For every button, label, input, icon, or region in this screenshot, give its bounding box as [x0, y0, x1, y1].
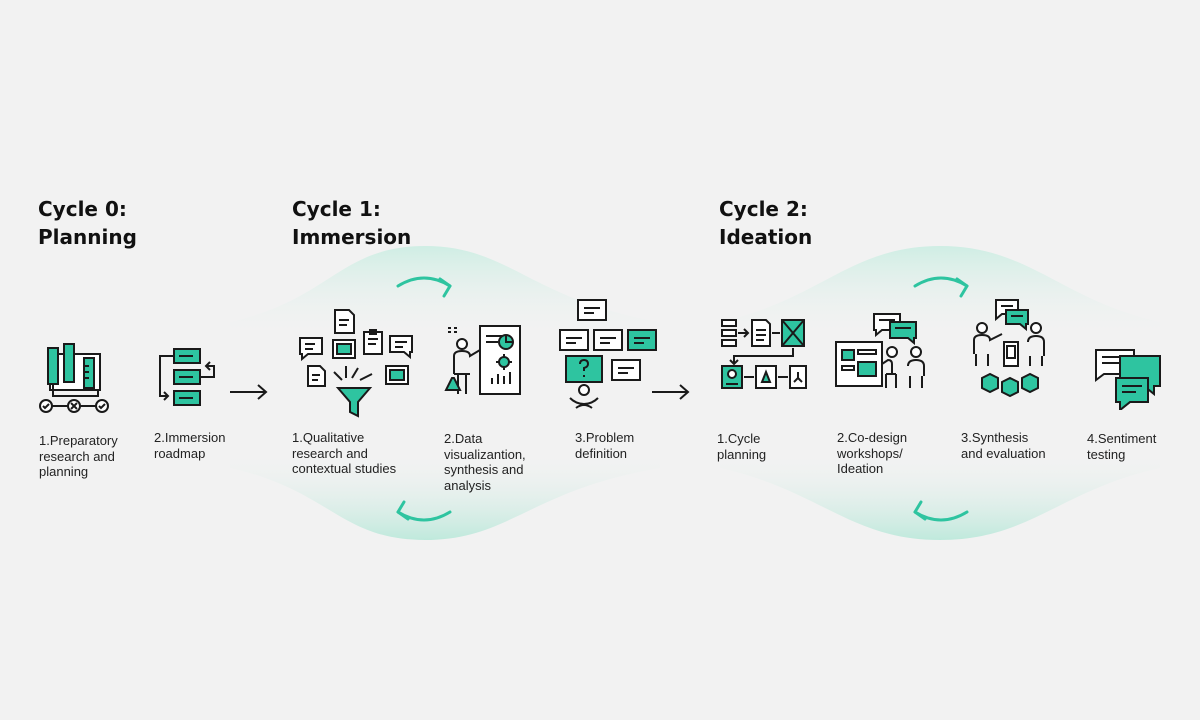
research-funnel-icon: [299, 309, 413, 418]
cycle-2-return-arrow: [913, 500, 969, 522]
workshop-icon: [835, 313, 925, 388]
sentiment-chat-icon: [1095, 349, 1161, 410]
step-label-problem-definition: 3.Problem definition: [575, 430, 635, 461]
cycle-1-title: Cycle 1: Immersion: [292, 197, 412, 249]
cycle-1-return-arrow: [396, 500, 452, 522]
step-label-immersion-roadmap: 2.Immersion roadmap: [154, 430, 226, 461]
problem-definition-icon: [559, 299, 657, 409]
flow-arrow-cycle0-to-cycle1: [230, 384, 268, 400]
tools-checklist-icon: [39, 343, 109, 413]
step-label-qualitative-research: 1.Qualitative research and contextual st…: [292, 430, 397, 476]
synthesis-evaluation-icon: [973, 299, 1045, 398]
cycle-2-forward-arrow: [913, 276, 969, 298]
cycle-2-title: Cycle 2: Ideation: [719, 197, 813, 249]
step-label-data-visualization: 2.Data visualizantion, synthesis and ana…: [444, 431, 526, 493]
cycle-0-title: Cycle 0: Planning: [38, 197, 137, 249]
cycle-planning-icon: [721, 319, 807, 389]
step-label-sentiment-testing: 4.Sentiment testing: [1087, 431, 1157, 462]
step-label-synthesis-evaluation: 3.Synthesis and evaluation: [961, 430, 1046, 461]
cycle-1-forward-arrow: [396, 276, 452, 298]
step-label-cycle-planning: 1.Cycle planning: [717, 431, 767, 462]
data-presentation-icon: [444, 325, 521, 395]
step-label-preparatory-research: 1.Preparatory research and planning: [39, 433, 118, 479]
cycle-2-blob: [720, 246, 1160, 540]
step-label-co-design-workshops: 2.Co-design workshops/ Ideation: [837, 430, 908, 476]
roadmap-icon: [159, 348, 215, 406]
flow-arrow-cycle1-to-cycle2: [652, 384, 690, 400]
